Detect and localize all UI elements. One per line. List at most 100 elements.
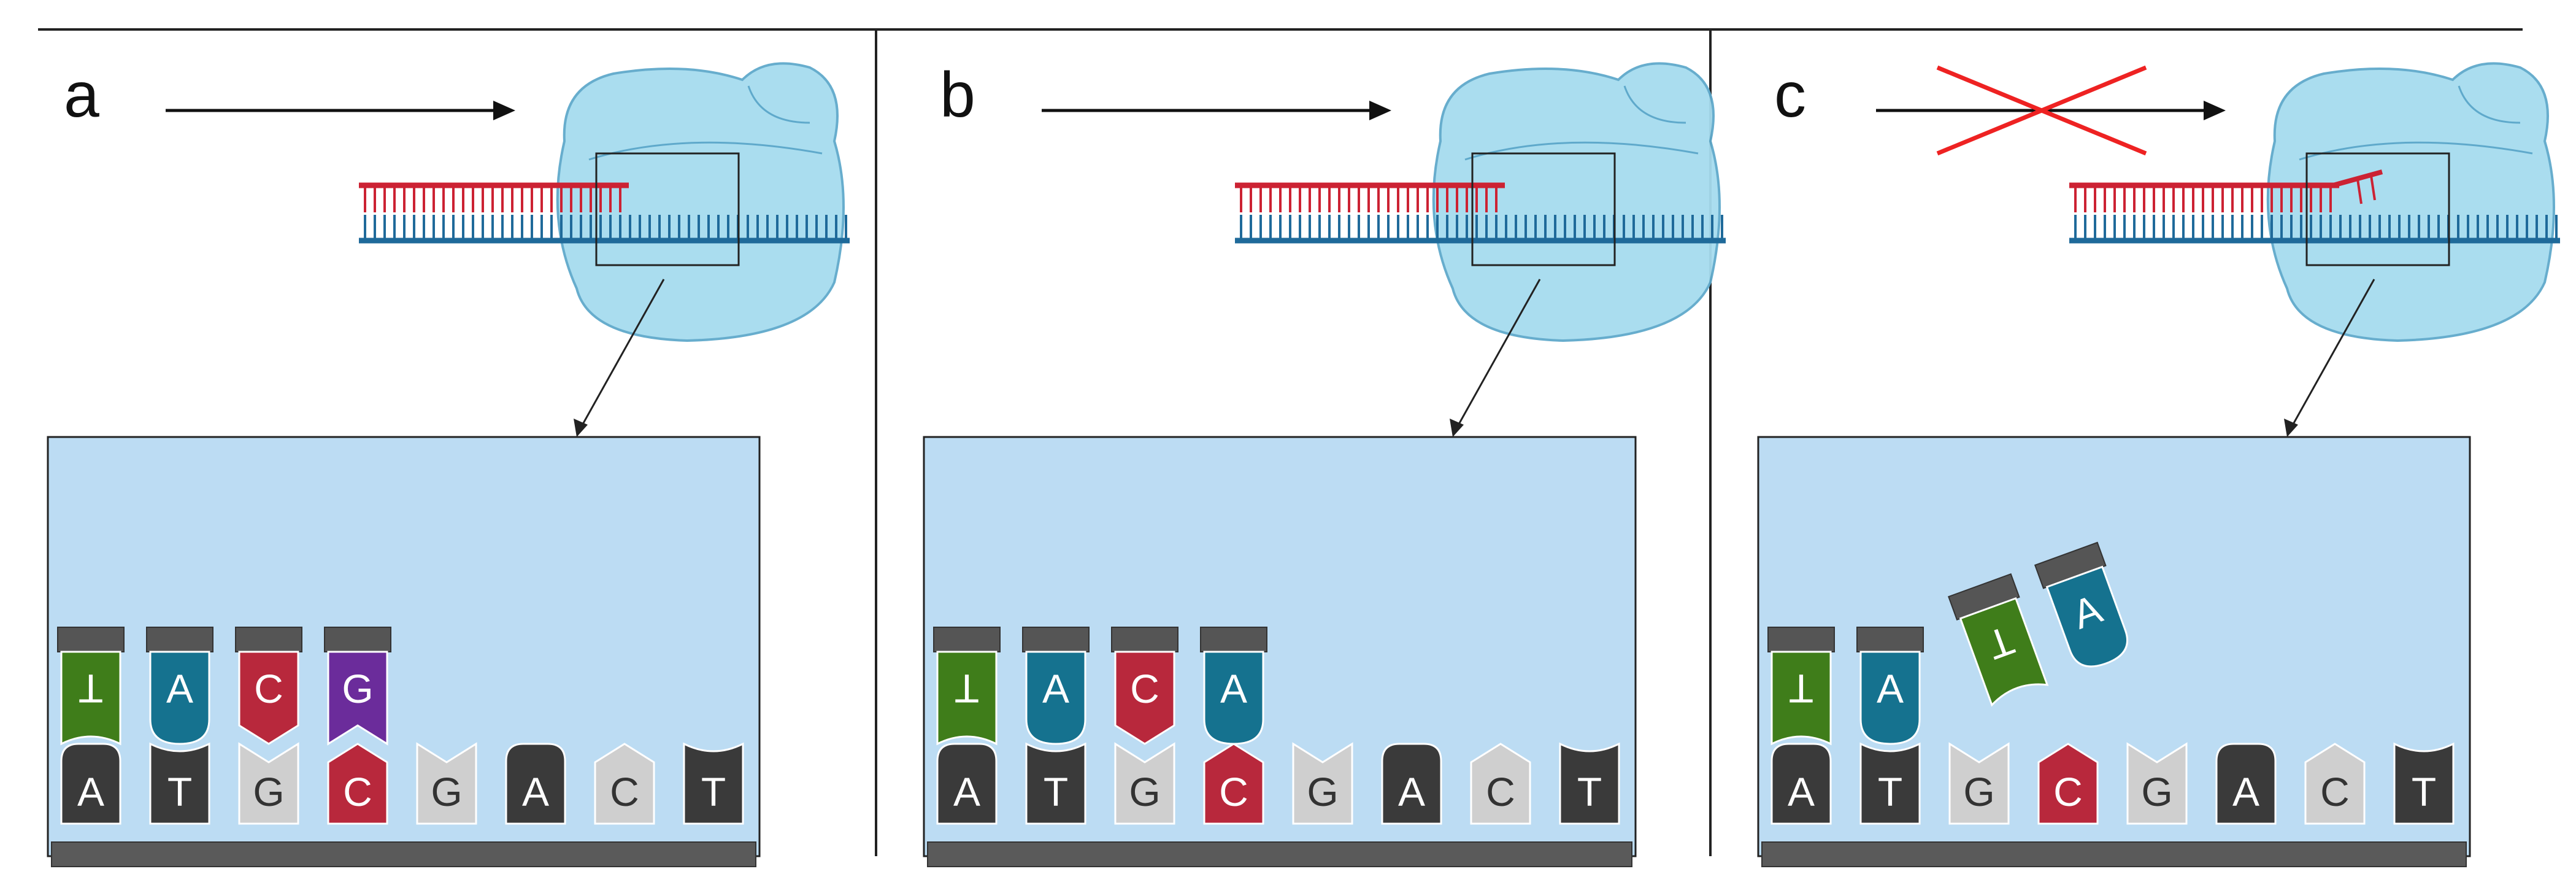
template-base-label: A (953, 769, 980, 814)
detached-nucleotide-T (1959, 597, 2049, 707)
template-base-C (2037, 743, 2099, 825)
template-base-C (2304, 743, 2366, 825)
incorporated-nucleotide-A (1203, 651, 1264, 745)
template-base-C (327, 743, 388, 825)
nucleotide-label: T (79, 666, 103, 711)
incorporated-nucleotide-T (936, 651, 998, 746)
template-base-A (505, 743, 566, 825)
template-base-G (1948, 742, 2010, 825)
template-base-label: A (522, 769, 549, 814)
template-base-label: C (343, 769, 372, 814)
nucleotide-label: A (1877, 666, 1904, 711)
nucleotide-label: A (1220, 666, 1247, 711)
incorporated-nucleotide-A (149, 651, 210, 745)
template-base-T (683, 742, 744, 825)
primer-mismatch-tick (2356, 179, 2363, 204)
nucleotide-backbone-cap (1022, 627, 1090, 652)
template-base-G (238, 742, 299, 825)
template-base-label: A (77, 769, 104, 814)
template-base-T (1025, 742, 1086, 825)
template-base-G (1114, 742, 1175, 825)
zoom-region-box (1471, 152, 1616, 266)
nucleotide-backbone-cap (324, 627, 391, 652)
template-base-label: C (2320, 769, 2350, 814)
nucleotide-label: G (342, 666, 373, 711)
template-base-label: C (2053, 769, 2083, 814)
incorporated-nucleotide-A (1859, 651, 1921, 745)
template-base-label: G (253, 769, 284, 814)
template-backbone (1761, 841, 2467, 867)
detached-nucleotide-A (2045, 565, 2129, 668)
direction-arrow-head (1369, 101, 1391, 120)
template-base-label: G (1307, 769, 1338, 814)
nucleotide-label: A (1042, 666, 1069, 711)
template-base-C (1470, 743, 1531, 825)
template-backbone (51, 841, 756, 867)
template-base-T (1559, 742, 1620, 825)
nucleotide-label: T (955, 666, 979, 711)
template-base-label: G (1963, 769, 1994, 814)
template-base-G (2126, 742, 2188, 825)
nucleotide-backbone-cap (146, 627, 213, 652)
template-base-C (594, 743, 655, 825)
template-base-G (1292, 742, 1353, 825)
polymerase-enzyme (2266, 62, 2555, 342)
template-base-label: A (1398, 769, 1425, 814)
primer-mismatch-tick (2370, 175, 2376, 201)
template-base-label: C (1219, 769, 1248, 814)
template-base-label: T (1044, 769, 1068, 814)
template-base-A (2215, 743, 2277, 825)
polymerase-contour (2299, 141, 2533, 161)
template-base-T (1859, 742, 1921, 825)
polymerase-contour (2458, 85, 2521, 124)
zoom-pointer-head (2284, 419, 2298, 437)
polymerase-contour (588, 141, 823, 161)
incorporated-nucleotide-C (238, 651, 299, 745)
zoom-region-box (2305, 152, 2450, 266)
polymerase-enzyme (1432, 62, 1721, 342)
zoom-pointer (579, 279, 665, 430)
template-base-label: T (2412, 769, 2436, 814)
template-base-T (2393, 742, 2455, 825)
nucleotide-label: C (1130, 666, 1159, 711)
nucleotide-backbone-cap (933, 627, 1001, 652)
detached-nucleotides: TA (1947, 541, 2129, 707)
template-base-label: T (1577, 769, 1602, 814)
template-base-label: C (610, 769, 639, 814)
incorporated-nucleotide-T (60, 651, 121, 746)
nucleotide-backbone-cap (1111, 627, 1178, 652)
incorporated-nucleotide-A (1025, 651, 1086, 745)
zoom-pointer (2289, 279, 2375, 430)
template-base-label: G (2141, 769, 2172, 814)
incorporated-nucleotide-T (1771, 651, 1832, 746)
panel-letter: b (940, 60, 975, 131)
zoom-pointer (1455, 279, 1541, 430)
template-base-A (60, 743, 121, 825)
nucleotide-label: T (1789, 666, 1813, 711)
template-base-A (1381, 743, 1442, 825)
template-base-label: T (1878, 769, 1902, 814)
nucleotide-backbone-cap (1767, 627, 1835, 652)
template-base-label: A (2232, 769, 2259, 814)
direction-arrow-head (2204, 101, 2226, 120)
nucleotide-backbone-cap (235, 627, 302, 652)
incorporated-nucleotide-C (1114, 651, 1175, 745)
template-base-label: G (431, 769, 462, 814)
nucleotide-label: C (254, 666, 283, 711)
template-base-label: T (701, 769, 726, 814)
template-base-C (1203, 743, 1264, 825)
polymerase-contour (747, 85, 810, 124)
template-base-T (149, 742, 210, 825)
panel-letter: c (1774, 60, 1806, 131)
template-base-label: C (1486, 769, 1515, 814)
template-base-label: T (167, 769, 192, 814)
direction-arrow-head (493, 101, 515, 120)
nucleotide-backbone-cap (57, 627, 125, 652)
nucleotide-backbone-cap (1200, 627, 1267, 652)
polymerase-contour (1623, 85, 1686, 124)
polymerase-enzyme (556, 62, 845, 342)
template-base-label: G (1129, 769, 1160, 814)
